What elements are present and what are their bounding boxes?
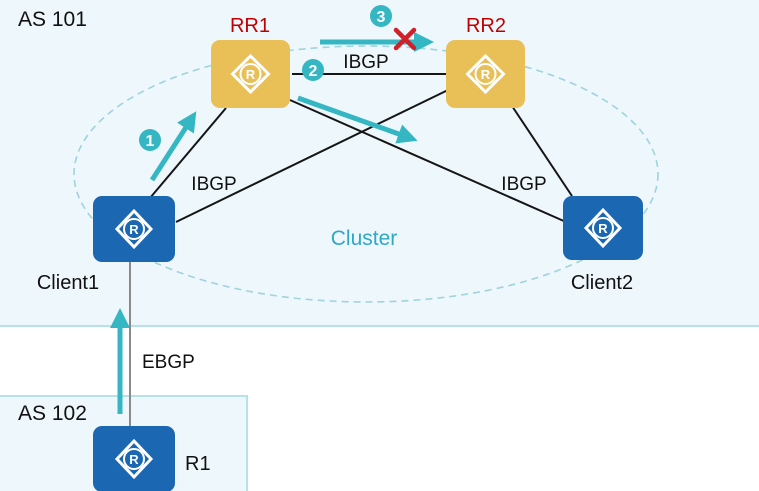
links [149, 73, 573, 223]
rr1-label: RR1 [230, 15, 270, 37]
svg-text:R: R [481, 67, 491, 82]
step-arrow-1 [149, 111, 197, 182]
client1-label: Client1 [37, 272, 99, 294]
link-rr1-client2 [289, 99, 567, 223]
svg-text:R: R [129, 452, 139, 467]
link-rr1-client1 [149, 107, 227, 199]
blocked-x-icon [393, 27, 417, 51]
router-rr1[interactable]: R [211, 40, 290, 108]
as-101-label: AS 101 [18, 8, 87, 31]
reflector-router-icon: R [465, 53, 506, 95]
router-icon: R [114, 208, 154, 250]
router-r1[interactable]: R [93, 426, 175, 491]
as-102-label: AS 102 [18, 402, 87, 425]
step-badge-2: 2 [302, 59, 324, 81]
reflector-router-icon: R [230, 53, 271, 95]
svg-text:R: R [129, 222, 139, 237]
r1-label: R1 [185, 453, 211, 475]
link-rr2-client2 [511, 105, 573, 197]
step-number-1: 1 [146, 133, 155, 150]
step-arrow-2 [297, 95, 418, 144]
svg-text:R: R [246, 67, 256, 82]
step-badge-3: 3 [370, 5, 392, 27]
router-rr2[interactable]: R [446, 40, 525, 108]
as-101-area [0, 0, 759, 327]
link-label-rr2-client2: IBGP [501, 174, 546, 195]
rr2-label: RR2 [466, 15, 506, 37]
cluster-label: Cluster [331, 227, 398, 250]
client2-label: Client2 [571, 272, 633, 294]
router-icon: R [583, 207, 623, 249]
link-label-client1-r1: EBGP [142, 352, 195, 373]
link-label-rr1-client1: IBGP [191, 174, 236, 195]
cluster-boundary [73, 45, 659, 303]
step-number-2: 2 [309, 63, 318, 80]
link-label-rr1-rr2: IBGP [343, 52, 388, 73]
svg-text:R: R [598, 221, 608, 236]
link-rr2-client1 [175, 89, 449, 223]
router-client1[interactable]: R [93, 196, 175, 262]
router-client2[interactable]: R [563, 196, 643, 260]
router-icon: R [114, 438, 154, 480]
step-badge-1: 1 [139, 129, 161, 151]
step-number-3: 3 [377, 9, 386, 26]
